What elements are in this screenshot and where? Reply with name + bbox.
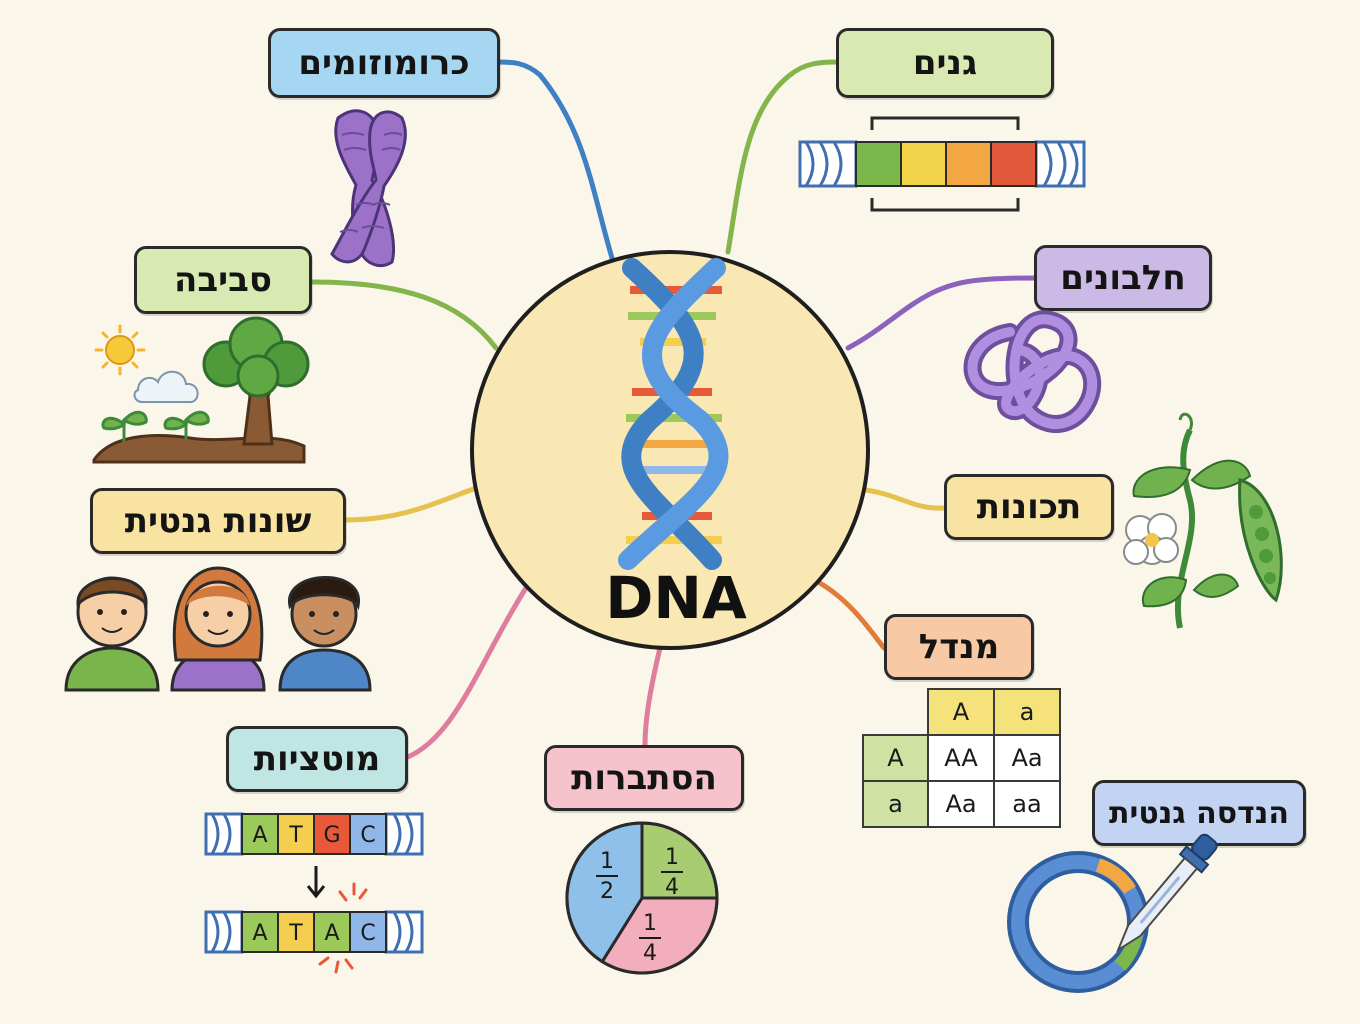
punnett-cell: Aa (993, 734, 1061, 782)
dna-base-letter: G (323, 823, 340, 848)
dna-base (349, 911, 387, 953)
label-genetic-engineering: הנדסה גנטית (1092, 780, 1306, 846)
dna-base-letter: A (252, 823, 267, 848)
punnett-header-cell: a (993, 688, 1061, 736)
dna-base-letter: T (288, 823, 303, 848)
dna-base-letter: T (288, 921, 303, 946)
connector-traits (863, 487, 947, 511)
dna-base (349, 813, 387, 855)
label-genes: גנים (836, 28, 1054, 98)
label-proteins: חלבונים (1034, 245, 1212, 311)
connector-mendel (815, 579, 887, 651)
connector-probability (642, 645, 663, 748)
punnett-cell: AA (927, 734, 995, 782)
slice-half-denominator: 2 (600, 879, 614, 904)
child-boy-left-icon (64, 576, 160, 692)
label-chromosomes: כרומוזומים (268, 28, 500, 98)
dna-base-letter: C (360, 823, 375, 848)
punnett-header-cell: A (927, 688, 995, 736)
label-traits: תכונות (944, 474, 1114, 540)
gene-segment (855, 141, 902, 187)
child-girl-icon (170, 566, 266, 692)
label-genetic-variation: שונות גנטית (90, 488, 346, 554)
connector-chromosomes (495, 59, 615, 261)
mutation-burst-icon (318, 882, 368, 974)
sun-icon (94, 324, 146, 376)
label-environment: סביבה (134, 246, 312, 314)
gene-segment (990, 141, 1037, 187)
dna-base (241, 911, 279, 953)
gene-segment (945, 141, 992, 187)
connector-variation (341, 485, 479, 523)
seedling-icon (101, 410, 210, 442)
label-mutations: מוטציות (226, 726, 408, 792)
dna-base-letter: A (324, 921, 339, 946)
punnett-side-cell: a (862, 780, 929, 828)
punnett-cell: aa (993, 780, 1061, 828)
punnett-cell: Aa (927, 780, 995, 828)
slice-half-numerator: 1 (600, 849, 614, 874)
punnett-square: A a A AA Aa a Aa aa (862, 688, 1061, 828)
connector-proteins (845, 275, 1039, 351)
label-mendel: מנדל (884, 614, 1034, 680)
gene-segment (900, 141, 947, 187)
dna-base (277, 911, 315, 953)
dna-helix-icon (618, 258, 729, 570)
dna-base (313, 813, 351, 855)
slice-quarter-a-numerator: 1 (665, 845, 679, 870)
connector-mutations (402, 585, 529, 761)
dna-base-letter: C (360, 921, 375, 946)
dna-base-letter: A (252, 921, 267, 946)
child-boy-right-icon (278, 576, 372, 692)
cloud-icon (133, 370, 199, 403)
punnett-side-cell: A (862, 734, 929, 782)
connector-genes (725, 59, 839, 255)
slice-quarter-b-numerator: 1 (643, 911, 657, 936)
tree-icon (202, 316, 310, 446)
connector-environment (309, 279, 499, 351)
center-label: DNA (605, 564, 747, 632)
label-probability: הסתברות (544, 745, 744, 811)
slice-quarter-a-denominator: 4 (665, 875, 679, 900)
slice-quarter-b-denominator: 4 (643, 941, 657, 966)
